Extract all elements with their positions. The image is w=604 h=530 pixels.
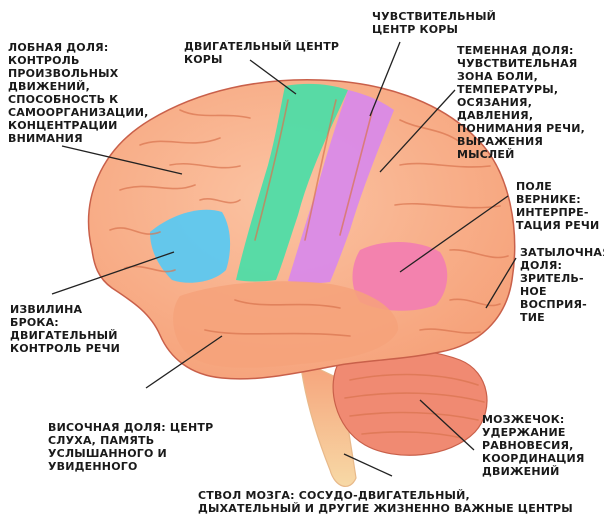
label-line: ПРОИЗВОЛЬНЫХ	[8, 67, 119, 80]
label-temporal-lobe: ВИСОЧНАЯ ДОЛЯ: ЦЕНТР СЛУХА, ПАМЯТЬ УСЛЫШ…	[48, 421, 213, 473]
label-line: СЛУХА, ПАМЯТЬ	[48, 434, 155, 447]
broca-area-region	[150, 209, 231, 283]
label-line: ВОСПРИЯ-	[520, 298, 587, 311]
label-line: КОНТРОЛЬ РЕЧИ	[10, 342, 121, 355]
label-broca-area: ИЗВИЛИНА БРОКА: ДВИГАТЕЛЬНЫЙ КОНТРОЛЬ РЕ…	[10, 303, 120, 355]
label-motor-cortex: ДВИГАТЕЛЬНЫЙ ЦЕНТР КОРЫ	[184, 40, 339, 66]
leader-occipital-lobe	[485, 257, 517, 309]
label-line: ПОЛЕ	[516, 180, 553, 193]
leader-brainstem	[343, 453, 393, 477]
label-wernicke-area: ПОЛЕ ВЕРНИКЕ: ИНТЕРПРЕ- ТАЦИЯ РЕЧИ	[516, 180, 599, 232]
label-line: ТИЕ	[520, 311, 545, 324]
label-line: ЛОБНАЯ ДОЛЯ:	[8, 41, 109, 54]
label-line: ТЕМЕННАЯ ДОЛЯ:	[457, 44, 574, 57]
label-line: СПОСОБНОСТЬ К	[8, 93, 119, 106]
label-cerebellum: МОЗЖЕЧОК: УДЕРЖАНИЕ РАВНОВЕСИЯ, КООРДИНА…	[482, 413, 585, 478]
leader-motor-cortex	[249, 59, 297, 95]
label-line: ИНТЕРПРЕ-	[516, 206, 589, 219]
label-line: ДЫХАТЕЛЬНЫЙ И ДРУГИЕ ЖИЗНЕННО ВАЖНЫЕ ЦЕН…	[198, 502, 573, 515]
label-line: ОСЯЗАНИЯ,	[457, 96, 533, 109]
leader-wernicke-area	[399, 195, 509, 273]
label-line: ЧУВСТВИТЕЛЬНЫЙ	[372, 10, 497, 23]
label-line: ДВИЖЕНИЙ,	[8, 80, 90, 93]
leader-broca-area	[51, 251, 175, 295]
label-line: КОНЦЕНТРАЦИИ	[8, 119, 118, 132]
label-line: УСЛЫШАННОГО И	[48, 447, 167, 460]
leader-parietal-lobe	[379, 89, 456, 173]
label-line: ЗОНА БОЛИ,	[457, 70, 538, 83]
label-occipital-lobe: ЗАТЫЛОЧНАЯ ДОЛЯ: ЗРИТЕЛЬ- НОЕ ВОСПРИЯ- Т…	[520, 246, 604, 324]
label-line: ВНИМАНИЯ	[8, 132, 83, 145]
label-line: СТВОЛ МОЗГА: СОСУДО-ДВИГАТЕЛЬНЫЙ,	[198, 489, 470, 502]
label-line: ДВИГАТЕЛЬНЫЙ ЦЕНТР	[184, 40, 340, 53]
label-line: ЗРИТЕЛЬ-	[520, 272, 584, 285]
label-line: ДВИЖЕНИЙ	[482, 465, 560, 478]
label-line: УДЕРЖАНИЕ	[482, 426, 566, 439]
label-line: ПОНИМАНИЯ РЕЧИ,	[457, 122, 585, 135]
label-frontal-lobe: ЛОБНАЯ ДОЛЯ: КОНТРОЛЬ ПРОИЗВОЛЬНЫХ ДВИЖЕ…	[8, 41, 149, 145]
label-line: ЦЕНТР КОРЫ	[372, 23, 459, 36]
leader-lines	[51, 41, 517, 477]
label-line: УВИДЕННОГО	[48, 460, 138, 473]
leader-temporal-lobe	[145, 335, 223, 389]
label-line: ДАВЛЕНИЯ,	[457, 109, 534, 122]
label-line: ЗАТЫЛОЧНАЯ	[520, 246, 604, 259]
leader-frontal-lobe	[61, 145, 183, 175]
label-line: МЫСЛЕЙ	[457, 148, 515, 161]
label-line: ИЗВИЛИНА	[10, 303, 83, 316]
temporal-lobe-region	[173, 281, 399, 368]
cerebellum-shape	[332, 348, 488, 456]
label-line: МОЗЖЕЧОК:	[482, 413, 565, 426]
wernicke-area-region	[352, 241, 448, 311]
label-line: НОЕ	[520, 285, 547, 298]
label-line: САМООРГАНИЗАЦИИ,	[8, 106, 149, 119]
label-brainstem: СТВОЛ МОЗГА: СОСУДО-ДВИГАТЕЛЬНЫЙ, ДЫХАТЕ…	[198, 489, 573, 515]
label-line: ТАЦИЯ РЕЧИ	[516, 219, 600, 232]
cortex-folds	[109, 99, 509, 337]
label-line: ВЫРАЖЕНИЯ	[457, 135, 544, 148]
leader-sensory-cortex	[369, 41, 401, 117]
leader-cerebellum	[419, 399, 475, 451]
label-parietal-lobe: ТЕМЕННАЯ ДОЛЯ: ЧУВСТВИТЕЛЬНАЯ ЗОНА БОЛИ,…	[457, 44, 585, 161]
label-line: ВИСОЧНАЯ ДОЛЯ: ЦЕНТР	[48, 421, 214, 434]
label-line: КОРЫ	[184, 53, 223, 66]
label-line: ЧУВСТВИТЕЛЬНАЯ	[457, 57, 578, 70]
label-line: ВЕРНИКЕ:	[516, 193, 581, 206]
label-line: ТЕМПЕРАТУРЫ,	[457, 83, 559, 96]
label-line: ДОЛЯ:	[520, 259, 563, 272]
label-line: БРОКА:	[10, 316, 59, 329]
label-sensory-cortex: ЧУВСТВИТЕЛЬНЫЙ ЦЕНТР КОРЫ	[372, 10, 496, 36]
label-line: КООРДИНАЦИЯ	[482, 452, 585, 465]
motor-cortex-region	[236, 83, 348, 282]
label-line: РАВНОВЕСИЯ,	[482, 439, 574, 452]
label-line: ДВИГАТЕЛЬНЫЙ	[10, 329, 118, 342]
label-line: КОНТРОЛЬ	[8, 54, 80, 67]
sensory-cortex-region	[288, 90, 394, 284]
